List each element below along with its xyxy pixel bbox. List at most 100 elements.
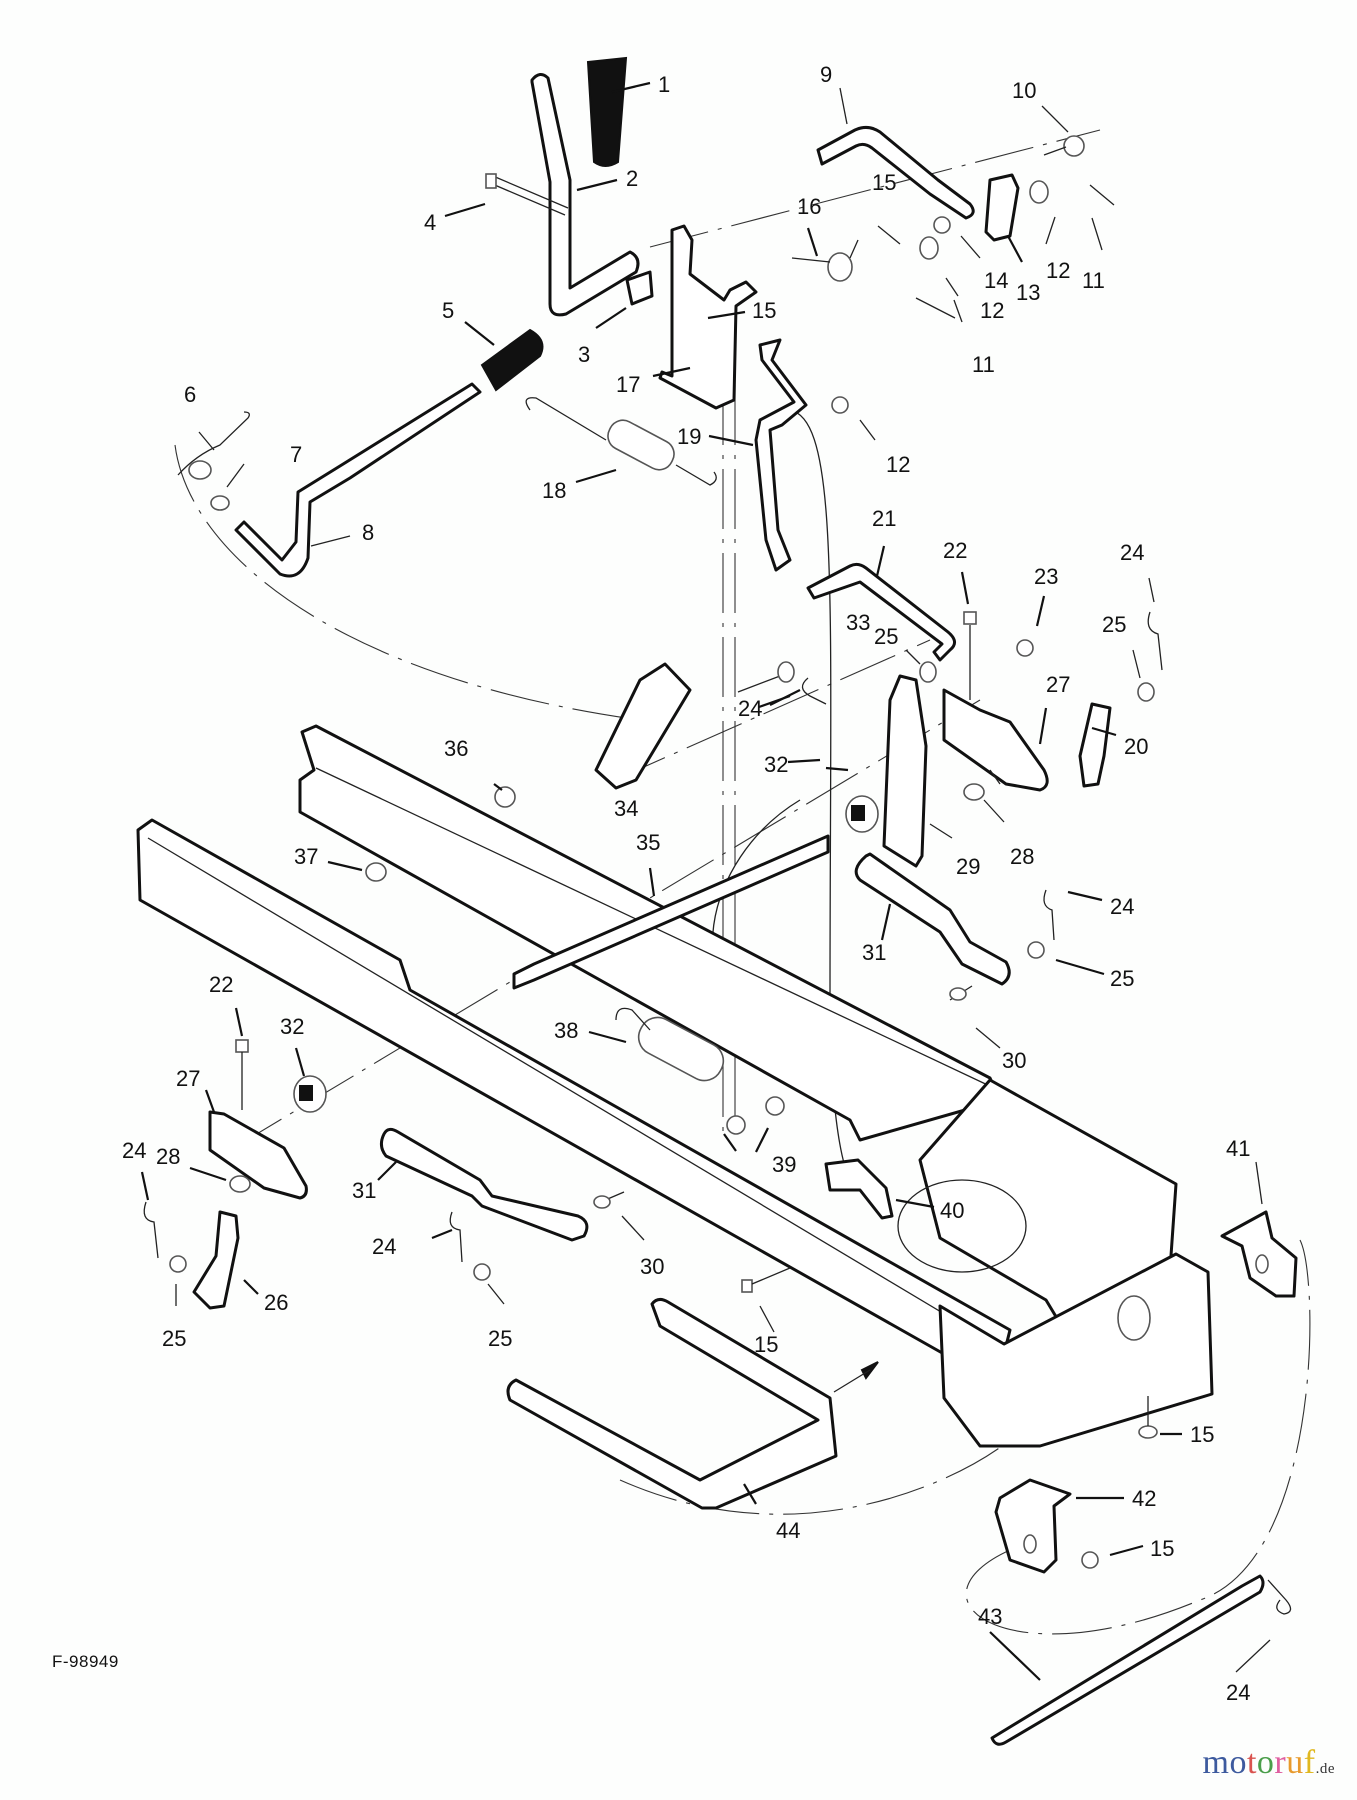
callout-11b: 11 — [972, 352, 995, 377]
callout-5: 5 — [442, 298, 454, 323]
lift-lever-handle[interactable] — [530, 73, 640, 317]
flange-nut-37[interactable] — [365, 862, 387, 882]
callout-14: 14 — [984, 268, 1008, 293]
washer-25-left-lower[interactable] — [473, 1263, 491, 1281]
hairpin-clip-24-upper[interactable] — [801, 611, 1163, 705]
callout-27b: 27 — [176, 1066, 200, 1091]
screw-15-rear[interactable] — [1138, 1396, 1158, 1439]
pivot-bracket-27-left[interactable] — [208, 1110, 308, 1200]
lever-plate[interactable] — [625, 270, 654, 306]
callout-15b: 15 — [752, 298, 776, 323]
hairpin-clip-24-mid[interactable] — [1043, 889, 1055, 941]
extension-spring-38[interactable] — [615, 1007, 730, 1087]
cable-bracket-40[interactable] — [824, 1158, 894, 1220]
callout-33: 33 — [846, 610, 870, 635]
watermark-suffix: .de — [1315, 1761, 1335, 1777]
carriage-bolt-22-left[interactable] — [235, 1039, 249, 1110]
lift-link-19[interactable] — [754, 338, 808, 572]
callout-10: 10 — [1012, 78, 1036, 103]
callout-3: 3 — [578, 342, 590, 367]
rear-hitch-plate[interactable] — [938, 1252, 1214, 1448]
cotter-pins-11[interactable] — [915, 184, 1115, 319]
nylon-bushing-32[interactable] — [845, 795, 879, 833]
carriage-bolt-22[interactable] — [963, 611, 977, 700]
callout-35: 35 — [636, 830, 660, 855]
callout-20: 20 — [1124, 734, 1148, 759]
callout-24c: 24 — [1110, 894, 1134, 919]
left-frame-rail[interactable] — [136, 818, 1012, 1382]
cross-tube-35[interactable] — [512, 834, 830, 990]
torsion-spring[interactable] — [177, 411, 250, 480]
callout-6: 6 — [184, 382, 196, 407]
watermark-letter: f — [1303, 1744, 1316, 1781]
watermark-letter: o — [1229, 1744, 1247, 1781]
callout-30b: 30 — [640, 1254, 664, 1279]
callout-2: 2 — [626, 166, 638, 191]
callout-40: 40 — [940, 1198, 964, 1223]
leader-lines — [140, 81, 1271, 1681]
rear-bracket-41[interactable] — [1220, 1210, 1298, 1298]
hex-bolt-15-frame[interactable] — [741, 1267, 791, 1293]
callout-28b: 28 — [156, 1144, 180, 1169]
hairpin-clip-24-left[interactable] — [143, 1201, 159, 1259]
callout-28a: 28 — [1010, 844, 1034, 869]
watermark-letter: t — [1246, 1744, 1257, 1781]
callout-34: 34 — [614, 796, 638, 821]
washer-25-upper[interactable] — [919, 661, 1155, 702]
hex-bolt[interactable] — [485, 173, 569, 216]
lift-link-20[interactable] — [1078, 702, 1112, 788]
hairpin-clip-24-left-lower[interactable] — [449, 1211, 463, 1263]
hitch-pin-43[interactable] — [990, 1574, 1265, 1746]
flange-nut-28[interactable] — [963, 783, 985, 801]
height-lever-grip[interactable] — [480, 328, 544, 392]
washer-36[interactable] — [494, 786, 516, 808]
watermark-letter: r — [1274, 1744, 1287, 1781]
brake-link-plate[interactable] — [984, 173, 1020, 242]
washer-25-left[interactable] — [169, 1255, 187, 1273]
washers-12-cluster[interactable] — [831, 180, 1049, 414]
callout-43: 43 — [978, 1604, 1002, 1629]
shoulder-bolt-23[interactable] — [1016, 639, 1034, 657]
callout-4: 4 — [424, 210, 436, 235]
figure-id: F-98949 — [52, 1652, 119, 1671]
callout-42: 42 — [1132, 1486, 1156, 1511]
nylon-bushing-32-left[interactable] — [293, 1075, 327, 1113]
callout-31a: 31 — [862, 940, 886, 965]
adjuster-bolt-30-left[interactable] — [593, 1191, 625, 1209]
callout-36: 36 — [444, 736, 468, 761]
lift-plate-29[interactable] — [882, 674, 928, 868]
flange-nuts-39[interactable] — [726, 1096, 785, 1135]
shoulder-bolt-33[interactable] — [737, 661, 795, 693]
callout-38: 38 — [554, 1018, 578, 1043]
flange-nut-28-left[interactable] — [229, 1175, 251, 1193]
callout-25b: 25 — [874, 624, 898, 649]
brake-rod[interactable] — [816, 125, 975, 220]
callout-25a: 25 — [1102, 612, 1126, 637]
callout-15d: 15 — [1190, 1422, 1214, 1447]
lift-arm-31-right[interactable] — [854, 852, 1011, 986]
pivot-bracket-27[interactable] — [942, 688, 1049, 792]
callout-24e: 24 — [372, 1234, 396, 1259]
washer-25-mid[interactable] — [1027, 941, 1045, 959]
hex-nut-14[interactable] — [933, 216, 951, 234]
extension-spring-18[interactable] — [525, 397, 717, 486]
height-adjust-lever[interactable] — [234, 382, 482, 578]
lift-arm-rod-21[interactable] — [806, 562, 956, 662]
mow-hitch-44[interactable] — [506, 1297, 879, 1510]
callout-32b: 32 — [280, 1014, 304, 1039]
torsion-spring-16[interactable] — [791, 239, 859, 282]
lift-lever-grip[interactable] — [586, 56, 628, 167]
rear-bracket-42[interactable] — [994, 1478, 1072, 1574]
pivot-bracket-34[interactable] — [594, 662, 692, 790]
lift-link-26[interactable] — [192, 1210, 240, 1310]
shoulder-bolt[interactable] — [1043, 135, 1085, 157]
hairpin-clip-24-hitch[interactable] — [1267, 1579, 1292, 1615]
watermark-letter: m — [1202, 1744, 1230, 1781]
flat-washer[interactable] — [210, 495, 230, 511]
screw-15-bracket[interactable] — [1081, 1551, 1099, 1569]
callout-21: 21 — [872, 506, 896, 531]
adjuster-bolt-30-right[interactable] — [949, 985, 973, 1001]
callout-8: 8 — [362, 520, 374, 545]
lift-arm-31-left[interactable] — [379, 1127, 589, 1242]
